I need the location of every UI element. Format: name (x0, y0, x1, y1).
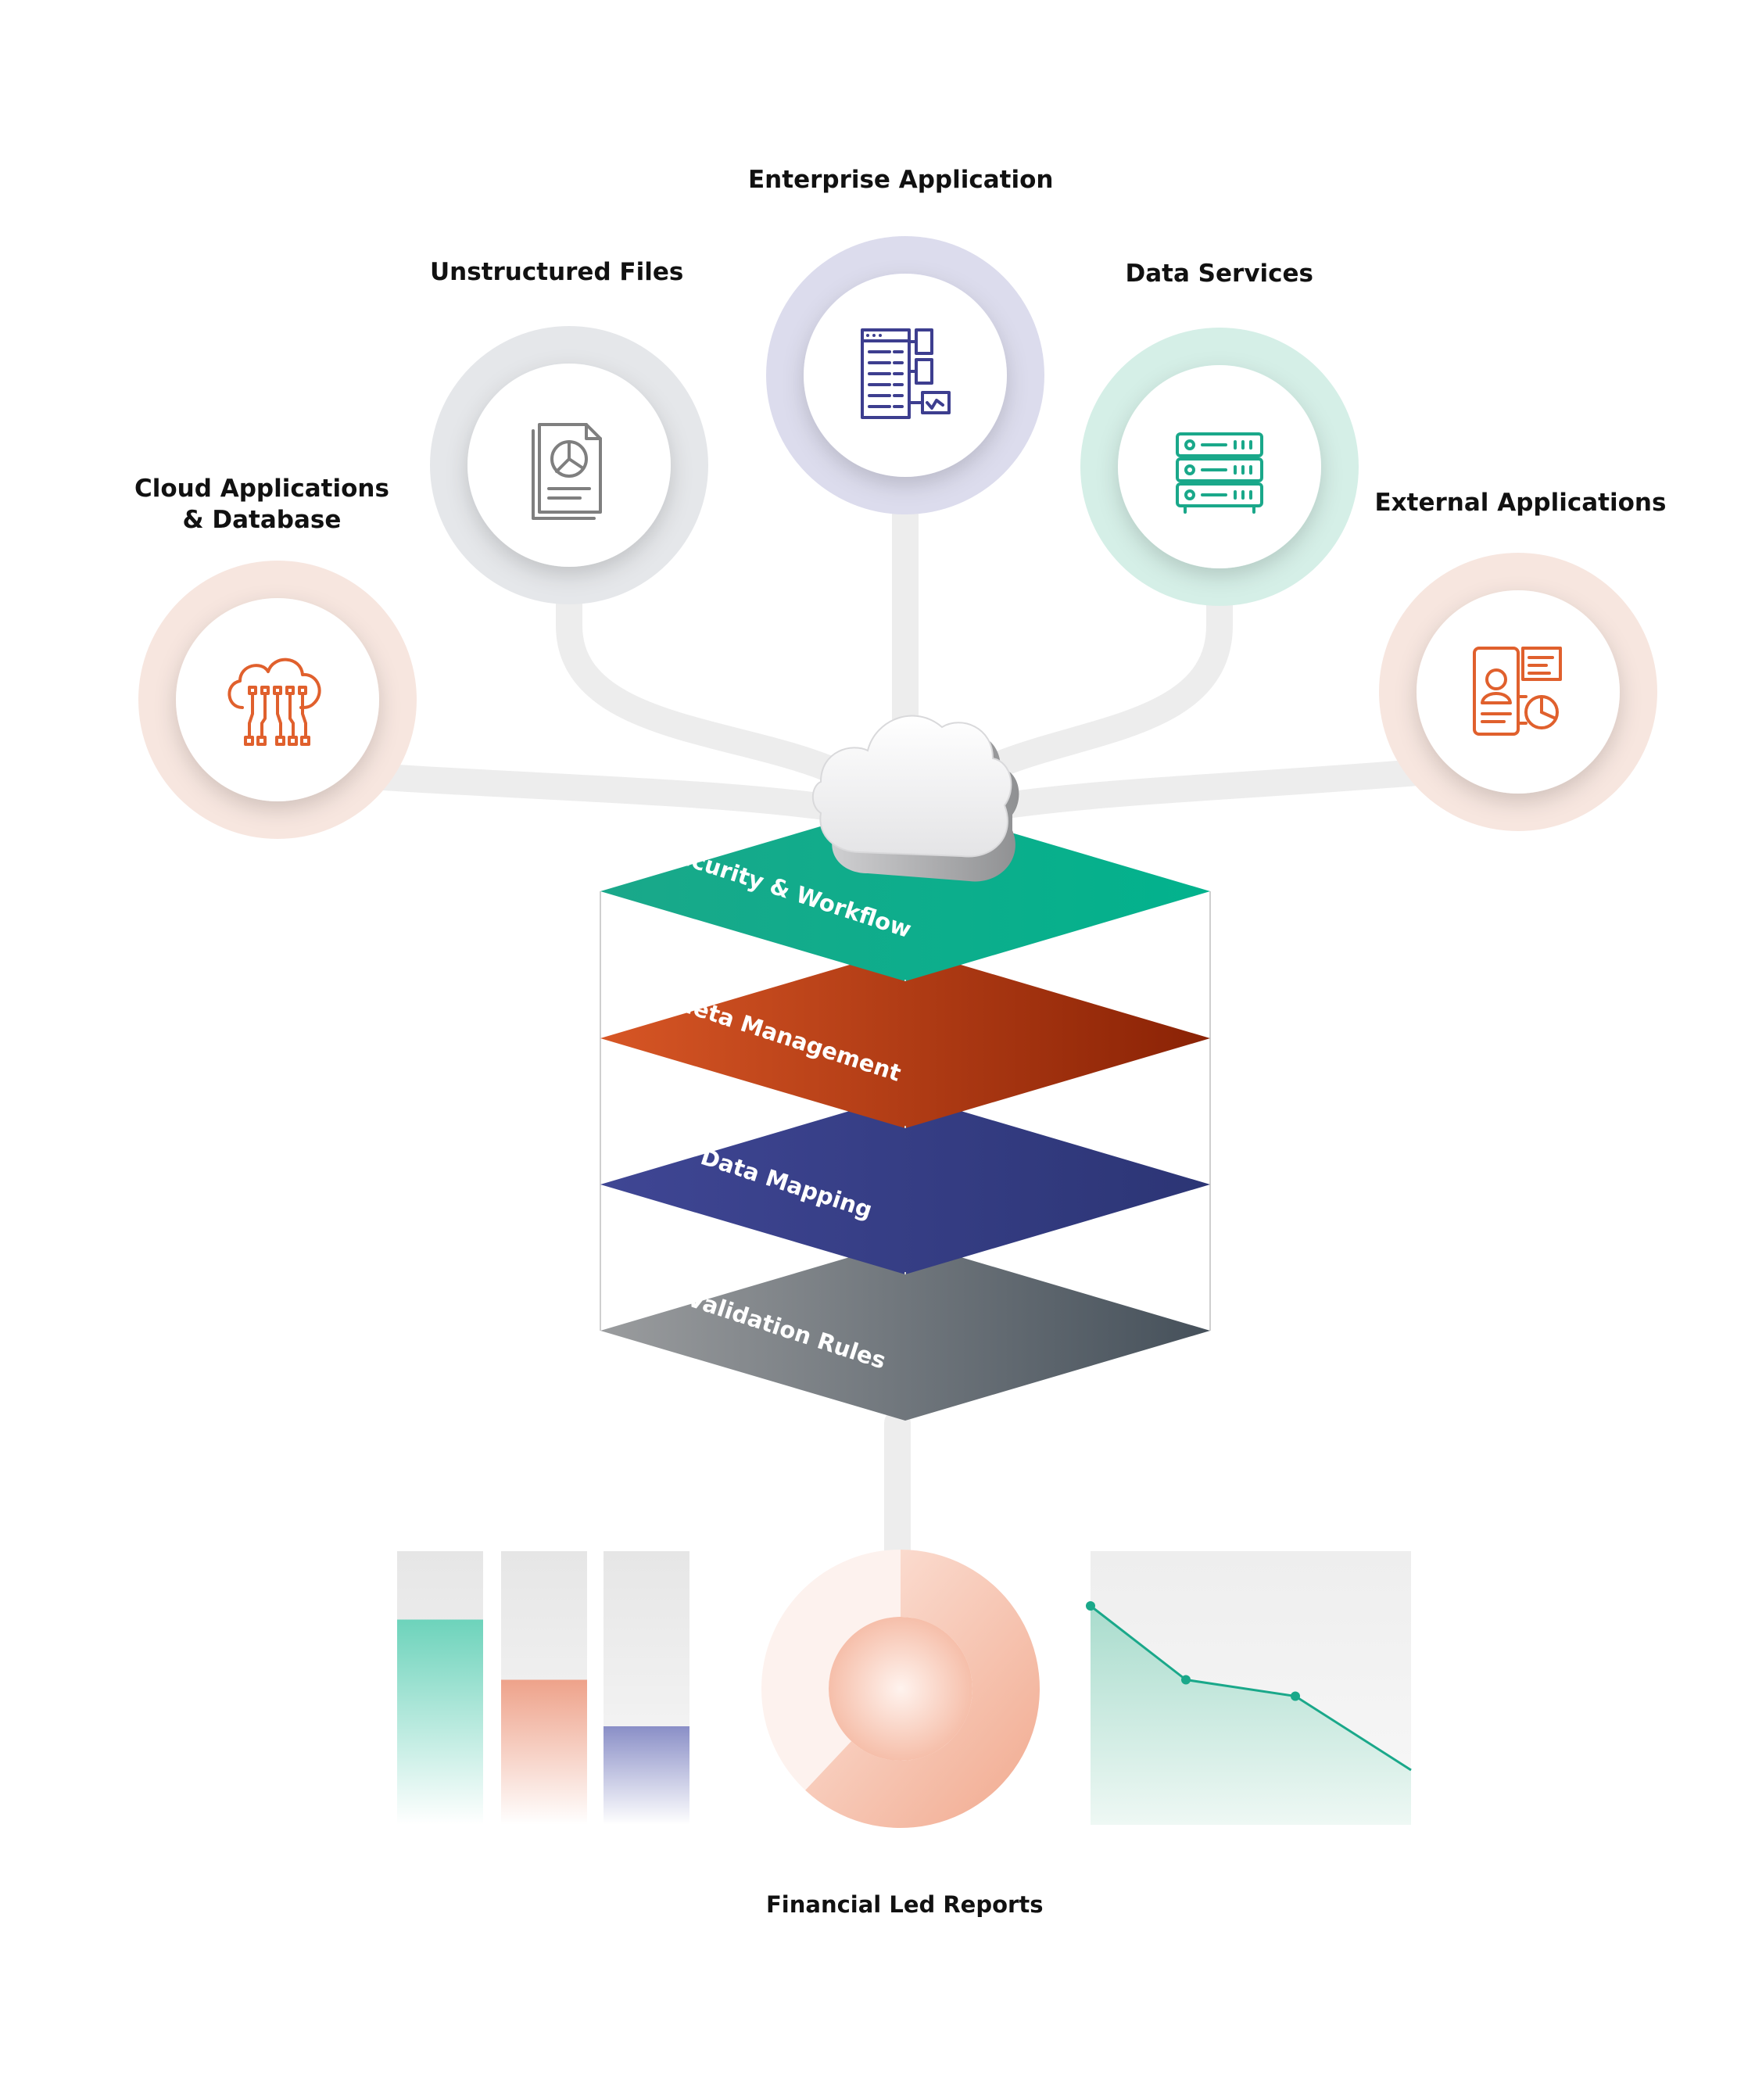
reports-label: Financial Led Reports (766, 1891, 1044, 1918)
bar-fill (604, 1726, 689, 1825)
server-rack-icon (1176, 432, 1263, 514)
teal-bar (397, 1551, 483, 1825)
donut-segment (805, 1550, 1040, 1828)
enterprise-dashboard-icon (861, 328, 951, 419)
source-enterprise-application[interactable] (766, 236, 1044, 514)
source-disc (1118, 365, 1321, 568)
source-label-line: Enterprise Application (748, 166, 1054, 194)
document-chart-icon (532, 423, 602, 520)
source-label-line: Cloud Applications (134, 475, 389, 503)
source-label-data-services: Data Services (1126, 258, 1314, 289)
indigo-bar (604, 1551, 689, 1825)
mobile-profile-icon (1473, 647, 1562, 736)
line-chart (1086, 1551, 1412, 1825)
source-unstructured-files[interactable] (430, 326, 708, 604)
donut-center (829, 1617, 972, 1761)
layer-plane (600, 1095, 1210, 1274)
source-cloud-applications[interactable] (138, 561, 417, 839)
source-label-external-applications: External Applications (1375, 487, 1667, 518)
layer-meta-management[interactable]: Meta Management (600, 948, 1210, 1128)
line-point (1086, 1601, 1095, 1611)
line-series (1090, 1604, 1412, 1772)
cloud-circuit-icon (227, 658, 321, 746)
source-external-applications[interactable] (1379, 553, 1657, 831)
line-point (1181, 1675, 1191, 1685)
source-label-unstructured-files: Unstructured Files (430, 256, 683, 288)
source-disc (467, 364, 671, 567)
layer-plane (600, 801, 1210, 981)
bar-fill (397, 1619, 483, 1825)
donut-chart (761, 1550, 1040, 1828)
financial-reports (397, 1550, 1412, 1828)
stack-frame (600, 891, 1211, 1331)
layer-plane (600, 1241, 1210, 1421)
line-point (1291, 1691, 1300, 1701)
line-area (1091, 1606, 1411, 1825)
source-label-line: External Applications (1374, 489, 1667, 517)
source-data-services[interactable] (1080, 328, 1359, 606)
bar-fill (501, 1679, 587, 1825)
source-label-cloud-applications: Cloud Applications & Database (134, 473, 389, 536)
layer-validation-rules[interactable]: Validation Rules (600, 1241, 1210, 1421)
layer-data-mapping[interactable]: Data Mapping (600, 1095, 1210, 1274)
source-label-line: Data Services (1125, 260, 1314, 288)
source-label-enterprise-application: Enterprise Application (748, 164, 1053, 195)
cloud-platform-icon (811, 715, 1019, 882)
orange-bar (501, 1551, 587, 1825)
source-label-line: Unstructured Files (430, 258, 684, 286)
source-label-line: & Database (182, 506, 342, 535)
source-disc (804, 274, 1007, 477)
connector-external-applications (940, 757, 1460, 826)
layer-plane (600, 948, 1210, 1128)
